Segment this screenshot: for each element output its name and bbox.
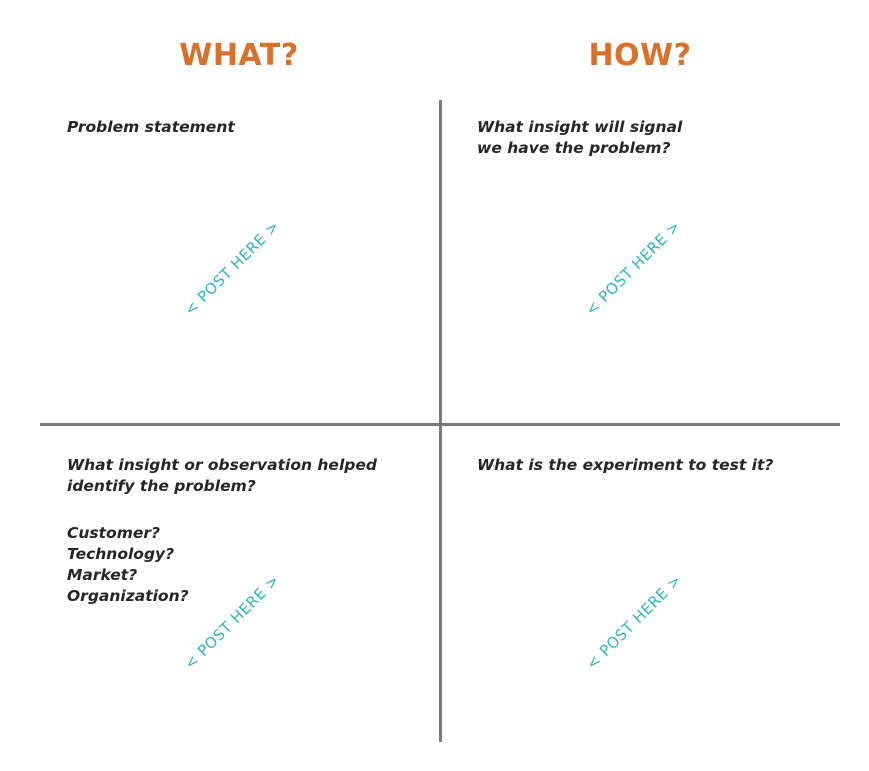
- post-here-label: < POST HERE >: [582, 217, 684, 319]
- list-item: Technology?: [67, 545, 175, 563]
- insight-signal-prompt: What insight will signal we have the pro…: [477, 118, 683, 157]
- heading-what: WHAT?: [179, 38, 299, 73]
- insight-observation-prompt: What insight or observation helped ident…: [67, 456, 377, 495]
- vertical-divider: [439, 100, 442, 742]
- post-here-label: < POST HERE >: [181, 571, 283, 673]
- problem-statement-prompt: Problem statement: [67, 118, 235, 136]
- list-item: Customer?: [67, 524, 160, 542]
- post-here-label: < POST HERE >: [181, 217, 283, 319]
- horizontal-divider: [40, 423, 840, 426]
- list-item: Market?: [67, 566, 138, 584]
- list-item: Organization?: [67, 587, 189, 605]
- experiment-prompt: What is the experiment to test it?: [477, 456, 774, 474]
- insight-source-list: Customer? Technology? Market? Organizati…: [67, 523, 189, 607]
- heading-how: HOW?: [588, 38, 692, 73]
- post-here-label: < POST HERE >: [583, 571, 685, 673]
